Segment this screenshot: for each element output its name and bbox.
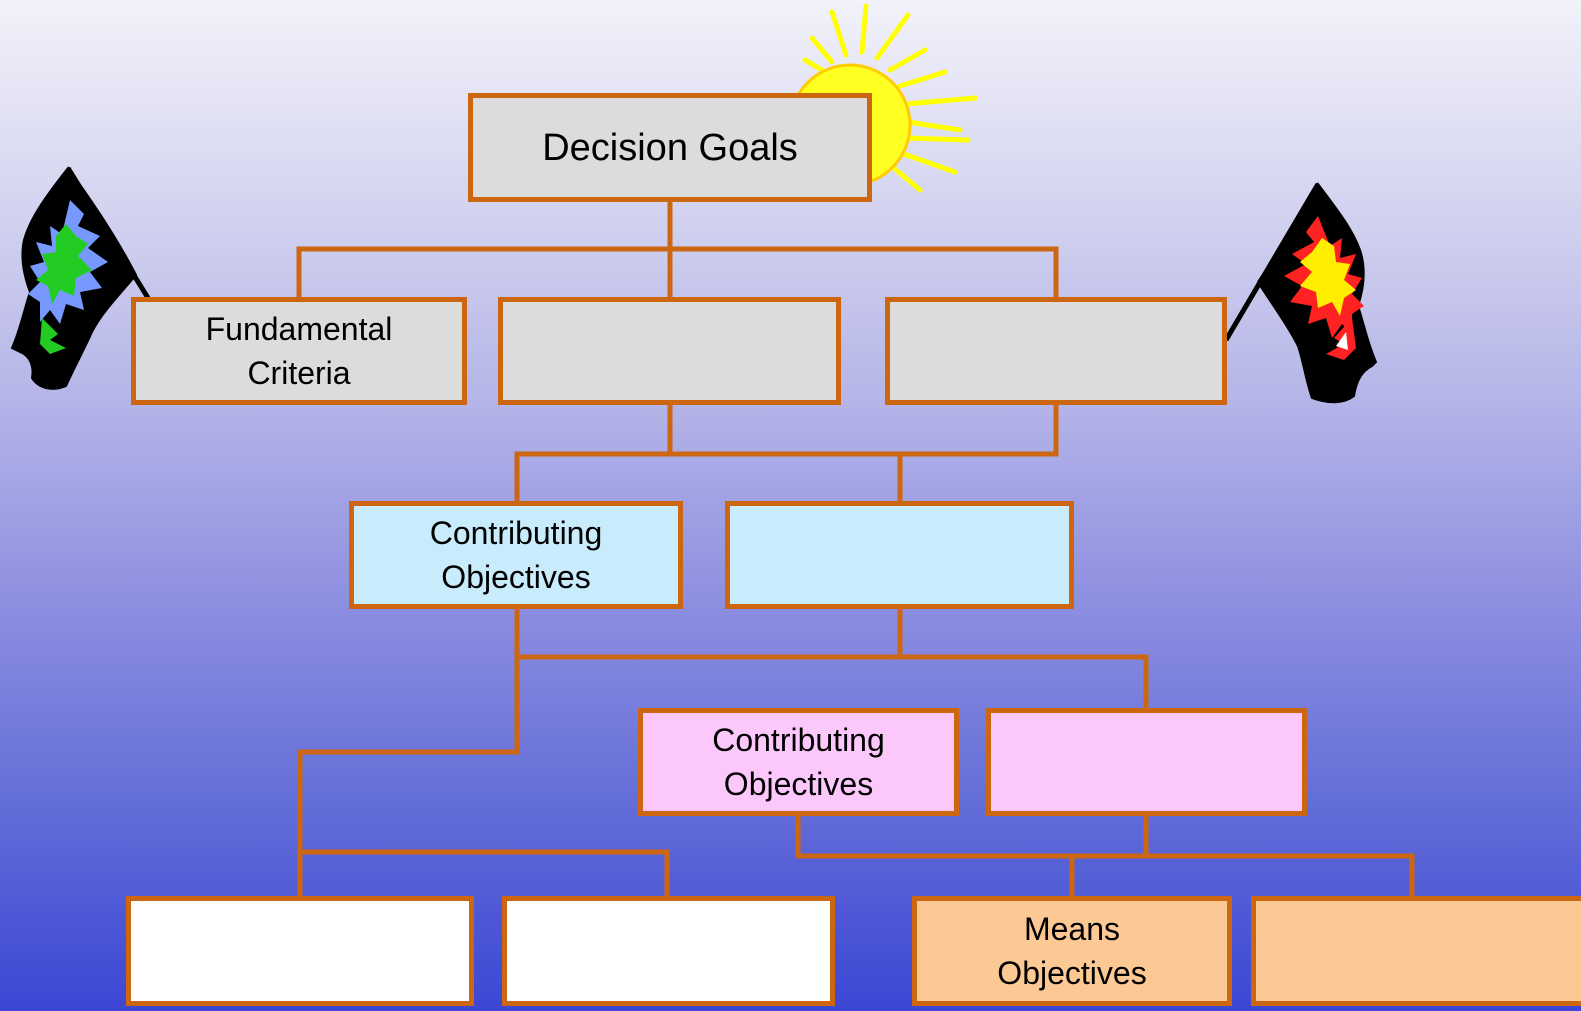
red-flag-icon <box>1223 182 1378 404</box>
node-fundamental-blank-1 <box>498 297 841 405</box>
node-decision-goals: Decision Goals <box>468 93 872 202</box>
node-means-objectives: Means Objectives <box>912 896 1232 1006</box>
green-flag-icon <box>10 166 151 390</box>
node-contributing-blank-1 <box>725 501 1074 609</box>
node-contributing-blank-2 <box>986 708 1307 816</box>
node-fundamental-blank-2 <box>885 297 1227 405</box>
node-means-blank <box>1251 896 1581 1006</box>
node-fundamental-criteria: Fundamental Criteria <box>131 297 467 405</box>
node-white-blank-2 <box>502 896 835 1006</box>
node-contributing-objectives-2: Contributing Objectives <box>638 708 959 816</box>
node-contributing-objectives-1: Contributing Objectives <box>349 501 683 609</box>
connector-lines <box>296 197 1415 900</box>
node-white-blank-1 <box>126 896 474 1006</box>
